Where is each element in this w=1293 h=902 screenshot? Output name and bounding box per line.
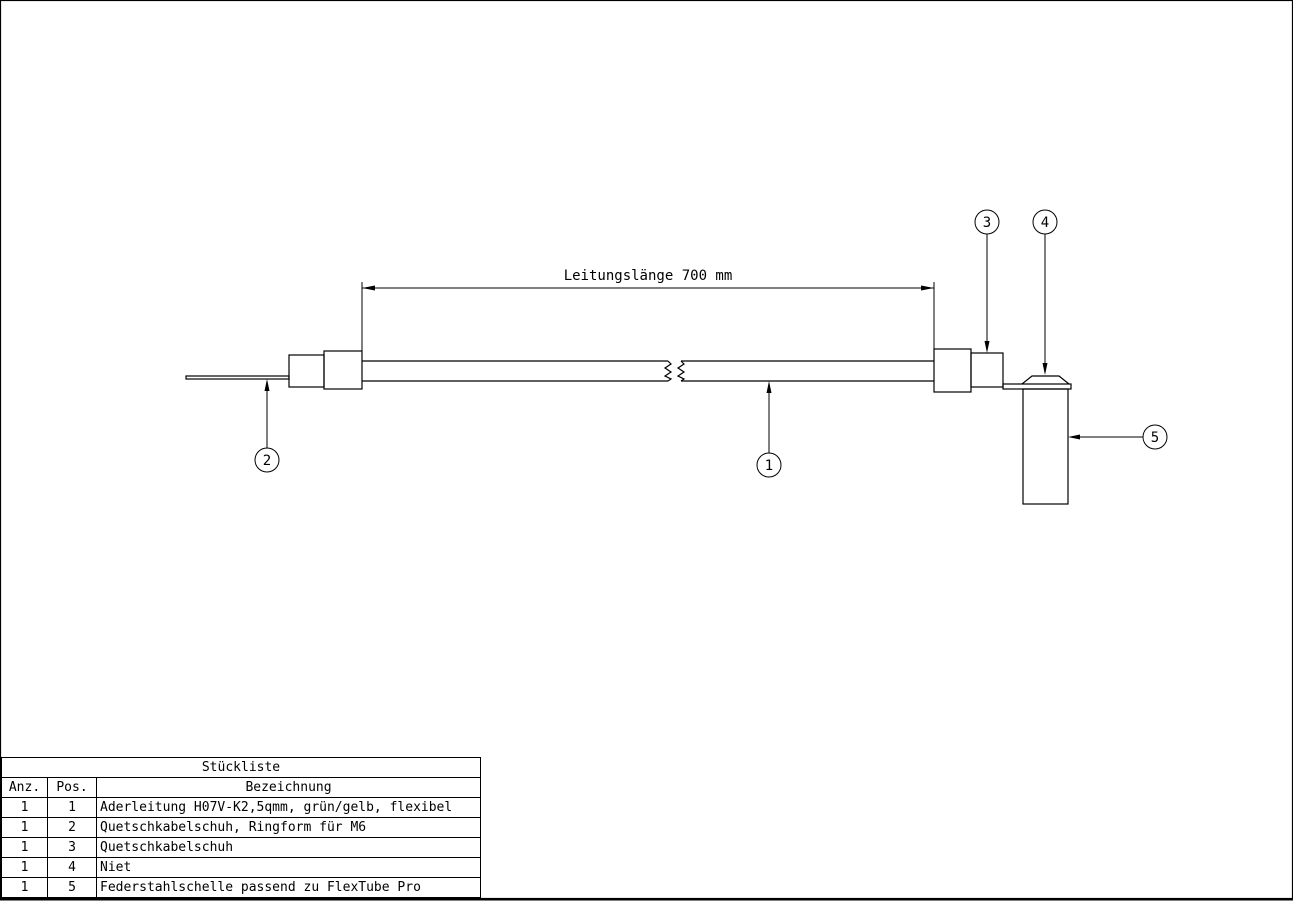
parts-list-table: Stückliste Anz. Pos. Bezeichnung 1 1 Ade… xyxy=(1,757,481,898)
table-row: 1 2 Quetschkabelschuh, Ringform für M6 xyxy=(1,817,481,838)
insulation-sleeve-right xyxy=(933,348,972,393)
row-qty: 1 xyxy=(1,837,48,858)
row-qty: 1 xyxy=(1,817,48,838)
cable-break-symbol xyxy=(663,360,686,382)
row-qty: 1 xyxy=(1,797,48,818)
row-qty: 1 xyxy=(1,857,48,878)
row-description: Niet xyxy=(96,857,481,878)
header-description: Bezeichnung xyxy=(96,777,481,798)
balloon-label-4: 4 xyxy=(1041,215,1049,231)
row-description: Federstahlschelle passend zu FlexTube Pr… xyxy=(96,877,481,898)
crimp-sleeve-left xyxy=(288,354,325,388)
row-pos: 1 xyxy=(47,797,97,818)
table-row: 1 4 Niet xyxy=(1,857,481,878)
parts-list-title: Stückliste xyxy=(1,757,481,778)
parts-list-header-row: Anz. Pos. Bezeichnung xyxy=(1,777,481,798)
row-pos: 3 xyxy=(47,837,97,858)
header-qty: Anz. xyxy=(1,777,48,798)
cable-section-left xyxy=(362,360,668,382)
dimension-arrow-left xyxy=(362,285,375,291)
row-description: Quetschkabelschuh xyxy=(96,837,481,858)
dimension-arrow-right xyxy=(921,285,934,291)
balloon-pos-2: 2 xyxy=(254,379,280,473)
balloon-label-5: 5 xyxy=(1151,430,1159,446)
insulation-sleeve-left xyxy=(323,350,363,390)
dimension-label: Leitungslänge 700 mm xyxy=(564,268,733,284)
row-pos: 4 xyxy=(47,857,97,878)
table-row: 1 1 Aderleitung H07V-K2,5qmm, grün/gelb,… xyxy=(1,797,481,818)
cable-lug-right xyxy=(970,352,1004,388)
balloon-label-3: 3 xyxy=(983,215,991,231)
table-row: 1 3 Quetschkabelschuh xyxy=(1,837,481,858)
balloon-label-1: 1 xyxy=(765,458,773,474)
row-description: Quetschkabelschuh, Ringform für M6 xyxy=(96,817,481,838)
balloon-pos-5: 5 xyxy=(1068,424,1168,450)
cable-section-right xyxy=(681,360,934,382)
balloon-pos-4: 4 xyxy=(1032,209,1058,375)
row-pos: 5 xyxy=(47,877,97,898)
balloon-label-2: 2 xyxy=(263,453,271,469)
row-qty: 1 xyxy=(1,877,48,898)
rivet-head xyxy=(1021,375,1070,385)
header-pos: Pos. xyxy=(47,777,97,798)
lug-tongue-right xyxy=(1002,383,1072,390)
balloon-pos-3: 3 xyxy=(974,209,1000,353)
row-pos: 2 xyxy=(47,817,97,838)
parts-list-title-row: Stückliste xyxy=(1,757,481,778)
spring-steel-clamp xyxy=(1022,388,1069,505)
cable-lug-tongue-left xyxy=(185,375,290,380)
balloon-pos-1: 1 xyxy=(756,381,782,478)
row-description: Aderleitung H07V-K2,5qmm, grün/gelb, fle… xyxy=(96,797,481,818)
table-row: 1 5 Federstahlschelle passend zu FlexTub… xyxy=(1,877,481,898)
